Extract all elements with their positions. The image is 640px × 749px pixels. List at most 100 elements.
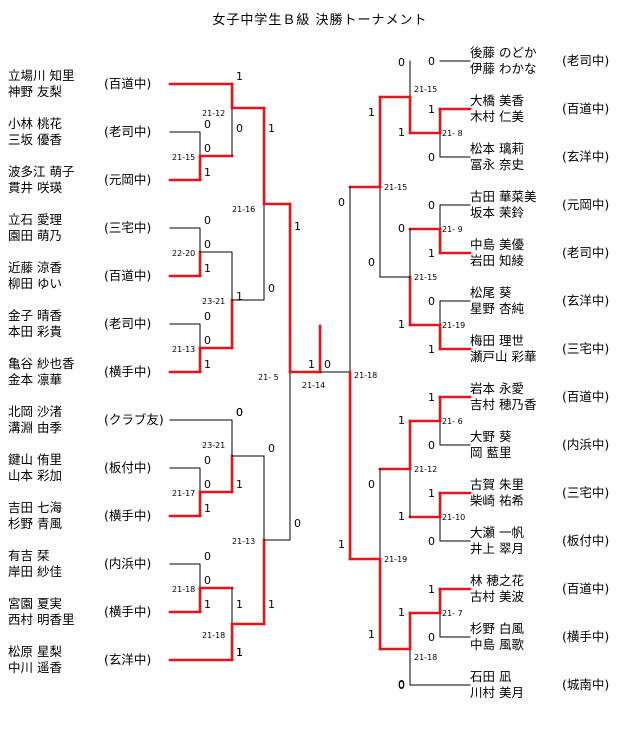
match-score: 1	[368, 628, 375, 641]
player-name: 木村 仁美	[470, 109, 524, 124]
match-score: 0	[338, 196, 345, 209]
player-name: 吉村 穂乃香	[470, 397, 537, 412]
match-score: 0	[368, 478, 375, 491]
team-name: (百道中)	[104, 268, 152, 283]
player-name: 中島 風歌	[470, 637, 524, 652]
team-name: (板付中)	[562, 533, 610, 548]
match-result: 21-13	[172, 345, 195, 354]
player-name: 松尾 葵	[470, 285, 512, 300]
player-pair-name: 松尾 葵星野 杏純	[470, 285, 524, 317]
match-score: 1	[398, 606, 405, 619]
team-name: (クラブ友)	[104, 412, 164, 427]
match-result: 21-18	[414, 653, 437, 662]
match-score: 0	[204, 574, 211, 587]
match-score: 1	[398, 318, 405, 331]
player-name: 西村 明香里	[8, 612, 75, 627]
match-score: 0	[428, 55, 435, 68]
match-score: 1	[398, 414, 405, 427]
team-name: (元岡中)	[104, 172, 152, 187]
match-result: 21-17	[172, 489, 195, 498]
match-score: 0	[204, 310, 211, 323]
player-pair-name: 松原 星梨中川 遥香	[8, 644, 62, 676]
match-score: 1	[338, 538, 345, 551]
player-name: 岡 藍里	[470, 445, 512, 460]
player-name: 冨永 奈史	[470, 157, 524, 172]
match-score: 1	[236, 478, 243, 491]
match-score: 0	[428, 631, 435, 644]
player-pair-name: 北岡 沙渚溝淵 由季	[8, 404, 62, 436]
match-result: 21-16	[232, 205, 255, 214]
player-name: 大野 葵	[470, 429, 512, 444]
match-score: 1	[204, 166, 211, 179]
match-result: 21-15	[414, 85, 437, 94]
player-name: 柳田 ゆい	[8, 276, 62, 291]
player-name: 溝淵 由季	[8, 420, 62, 435]
player-name: 石田 凪	[470, 669, 512, 684]
team-name: (板付中)	[104, 460, 152, 475]
match-score: 1	[204, 502, 211, 515]
match-result: 21-15	[172, 153, 195, 162]
player-name: 伊藤 わかな	[470, 61, 537, 76]
team-name: (内浜中)	[104, 556, 152, 571]
match-score: 0	[204, 142, 211, 155]
match-score: 0	[398, 222, 405, 235]
player-pair-name: 石田 凪川村 美月	[470, 669, 524, 701]
match-result: 21-15	[384, 183, 407, 192]
match-score: 0	[204, 214, 211, 227]
team-name: (三宅中)	[104, 220, 152, 235]
match-score: 0	[428, 535, 435, 548]
player-name: 星野 杏純	[470, 301, 524, 316]
player-pair-name: 杉野 白風中島 風歌	[470, 621, 524, 653]
player-name: 貫井 咲瑛	[8, 180, 62, 195]
match-score: 1	[428, 343, 435, 356]
player-pair-name: 大橋 美香木村 仁美	[470, 93, 524, 125]
match-score: 0	[268, 442, 275, 455]
match-score: 1	[268, 122, 275, 135]
player-pair-name: 中島 美優岩田 知綾	[470, 237, 524, 269]
match-score: 1	[428, 103, 435, 116]
team-name: (元岡中)	[562, 197, 610, 212]
team-name: (内浜中)	[562, 437, 610, 452]
player-name: 立石 愛理	[8, 212, 62, 227]
player-pair-name: 小林 桃花三坂 優香	[8, 116, 62, 148]
match-score: 1	[428, 247, 435, 260]
player-name: 岩本 永愛	[470, 381, 524, 396]
team-name: (玄洋中)	[562, 293, 610, 308]
player-name: 柴崎 祐希	[470, 493, 524, 508]
team-name: (老司中)	[104, 316, 152, 331]
player-name: 三坂 優香	[8, 132, 62, 147]
player-pair-name: 金子 晴香本田 彩貴	[8, 308, 62, 340]
match-result: 21- 8	[442, 129, 463, 138]
player-name: 林 穂之花	[470, 573, 524, 588]
match-result: 21- 6	[442, 417, 463, 426]
player-name: 大橋 美香	[470, 93, 524, 108]
match-result: 21-10	[442, 513, 465, 522]
match-result: 21-18	[202, 631, 225, 640]
match-score: 1	[204, 262, 211, 275]
match-score: 1	[204, 358, 211, 371]
match-score: 0	[428, 295, 435, 308]
player-pair-name: 古賀 朱里柴崎 祐希	[470, 477, 524, 509]
match-result: 21-12	[414, 465, 437, 474]
player-name: 中島 美優	[470, 237, 524, 252]
team-name: (城南中)	[562, 677, 610, 692]
player-pair-name: 後藤 のどか伊藤 わかな	[470, 45, 536, 77]
match-score: 0	[398, 678, 405, 691]
match-score: 0	[324, 358, 331, 371]
match-result: 21- 5	[258, 373, 279, 382]
player-name: 古村 美波	[470, 589, 524, 604]
match-result: 21-14	[302, 381, 325, 390]
player-name: 古田 華菜美	[470, 189, 537, 204]
page-title: 女子中学生Ｂ級 決勝トーナメント	[212, 13, 428, 28]
player-name: 園田 萌乃	[8, 228, 62, 243]
match-score: 0	[398, 679, 405, 692]
player-name: 川村 美月	[470, 685, 524, 700]
player-name: 亀谷 紗也香	[8, 356, 75, 371]
player-pair-name: 波多江 萌子貫井 咲瑛	[8, 164, 74, 196]
match-score: 0	[204, 238, 211, 251]
team-name: (玄洋中)	[562, 149, 610, 164]
player-pair-name: 宮園 夏実西村 明香里	[8, 596, 74, 628]
player-pair-name: 立場川 知里神野 友梨	[8, 68, 74, 100]
team-name: (百道中)	[562, 101, 610, 116]
